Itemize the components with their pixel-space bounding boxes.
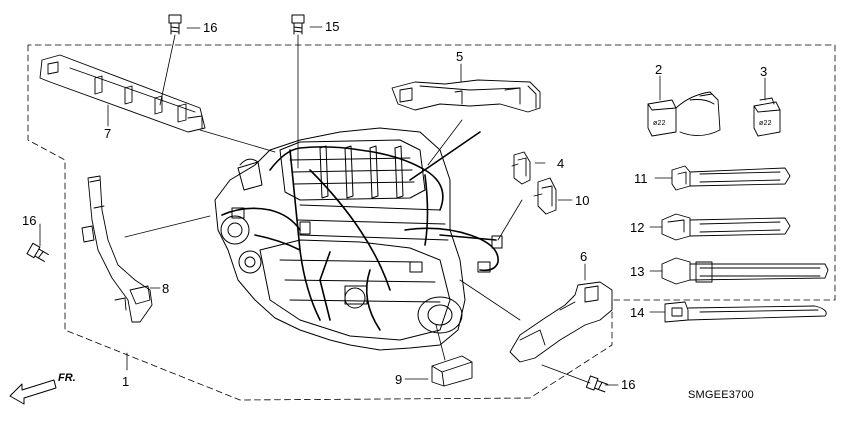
callout-9: 9 [395,372,403,387]
bracket-9 [431,355,473,387]
harness-connectors [231,207,503,273]
bracket-5 [391,79,541,113]
front-direction-arrow-icon [9,379,57,405]
leader-lines [39,26,766,386]
callout-6: 6 [580,249,588,264]
diagram-code: SMGEE3700 [688,389,755,401]
tie-band-11 [671,165,791,191]
tie-band-12 [661,213,791,241]
callout-15: 15 [325,19,340,34]
bracket-6 [509,281,613,363]
bolt-icon-top-15 [291,14,305,35]
callout-13: 13 [630,264,645,279]
direction-label: FR. [58,372,76,384]
callout-11: 11 [634,171,648,186]
callout-10: 10 [575,193,590,208]
callout-16-left: 16 [22,213,37,228]
wire-harness [221,131,499,331]
tie-band-14 [664,301,827,323]
callout-4: 4 [557,156,565,171]
callout-16-top: 16 [203,20,218,35]
engine-assembly [214,127,466,351]
callout-16-bottom: 16 [621,377,636,392]
callout-14: 14 [630,305,645,320]
callout-8: 8 [162,281,170,296]
connector-2-diameter-mark: ø22 [653,120,666,127]
callout-7: 7 [104,126,112,141]
connector-3-diameter-mark: ø22 [759,120,772,127]
connector-3 [753,97,781,137]
bracket-7 [39,54,206,133]
bolt-icon-bottom-16 [585,375,609,393]
bolt-icon-top-16 [168,14,182,35]
connector-2 [647,91,721,137]
callout-3: 3 [760,64,768,79]
callout-5: 5 [456,49,464,64]
bracket-8 [81,175,153,323]
callout-2: 2 [655,62,663,77]
clamp-4 [511,151,531,185]
callout-12: 12 [630,220,645,235]
callout-1: 1 [122,374,130,389]
tie-band-13 [661,257,829,285]
clamp-10 [533,177,557,215]
assembly-boundary [27,44,836,401]
bolt-icon-left-16 [26,242,49,262]
